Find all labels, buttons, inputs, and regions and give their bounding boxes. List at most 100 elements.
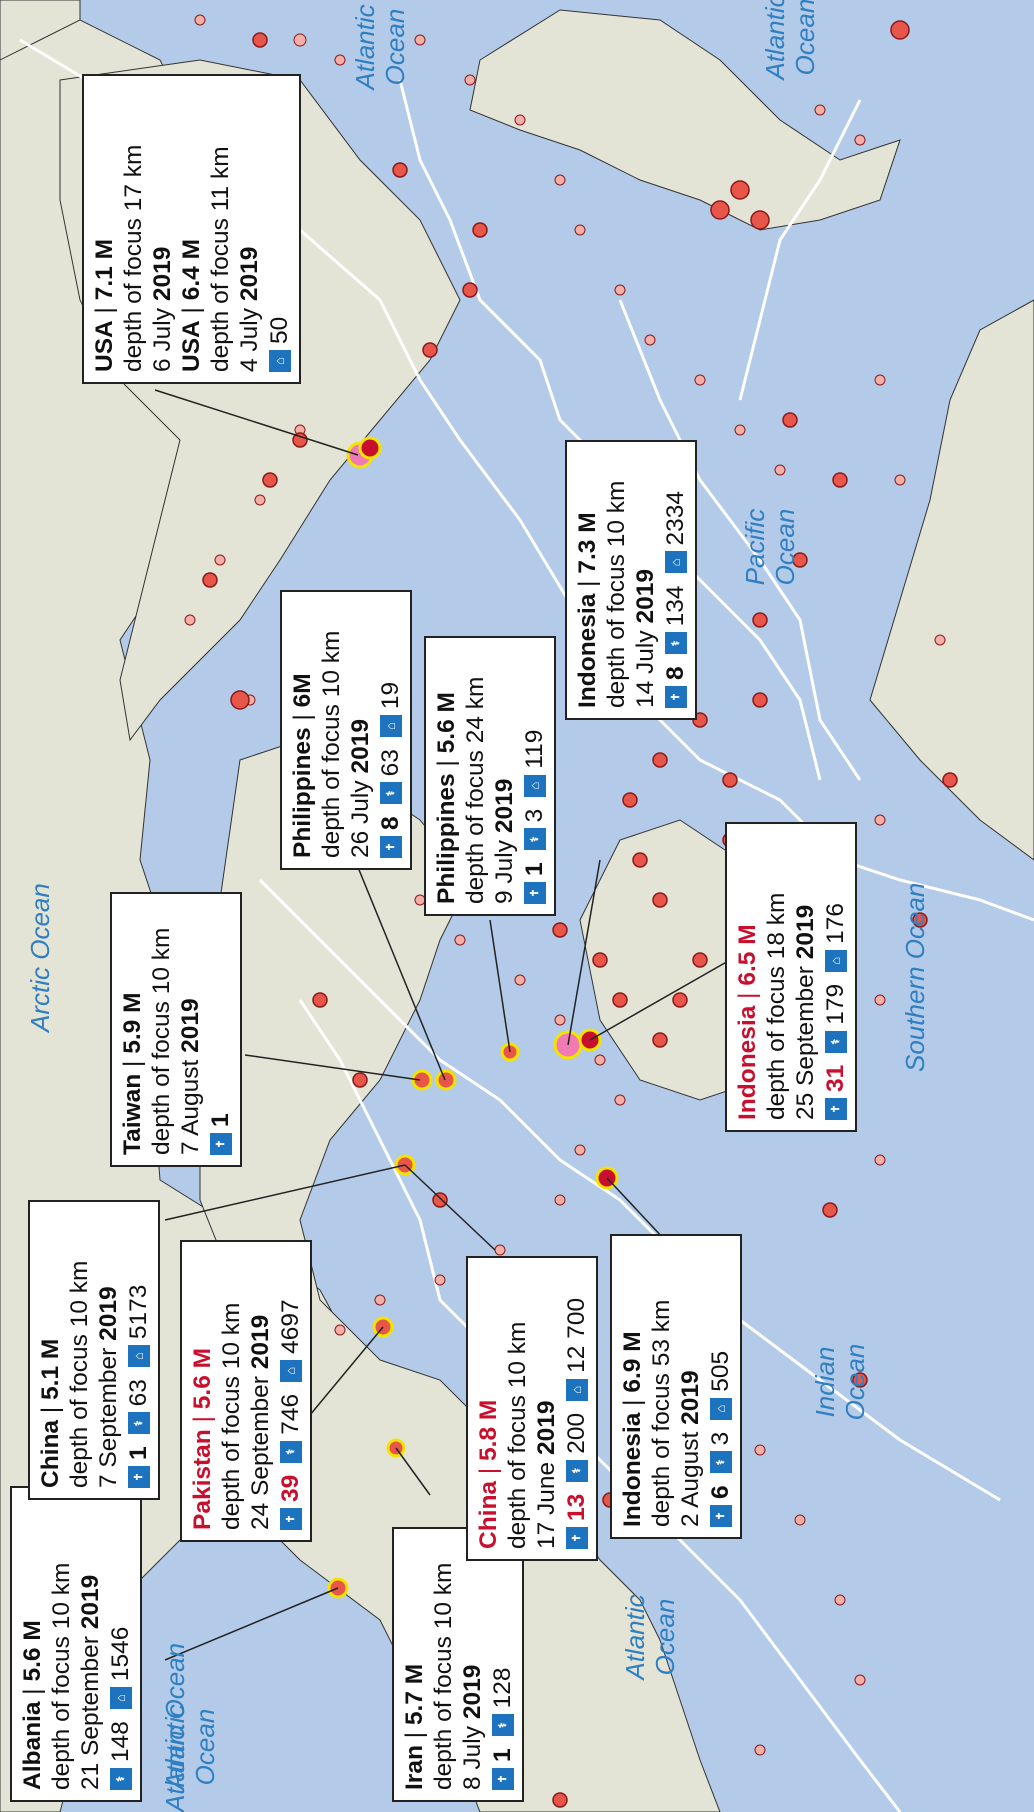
date: 9 July: [491, 839, 518, 904]
building-count: 1546: [107, 1626, 134, 1682]
dead-count: 6: [707, 1485, 734, 1499]
quake-dot: [652, 892, 668, 908]
quake-dot: [464, 74, 476, 86]
depth: depth of focus 10 km: [48, 1562, 75, 1790]
magnitude: 5.6 M: [433, 692, 460, 754]
injured-person-icon: ⚕: [109, 1768, 132, 1790]
ocean-label-atlantic-top-right: Atlantic Ocean: [350, 4, 410, 90]
country: Albania: [19, 1701, 46, 1791]
dead-count: 31: [822, 1064, 849, 1092]
quake-dot: [854, 134, 866, 146]
quake-dot: [293, 33, 307, 47]
leader-line: [404, 1164, 496, 1251]
quake-dot: [750, 210, 770, 230]
label-philippines-26-july: Philippines | 6M depth of focus 10 km 26…: [280, 590, 412, 870]
quake-dot: [574, 224, 586, 236]
date: 6 July: [149, 307, 176, 372]
date: 7 August: [177, 1059, 204, 1155]
quake-dot: [874, 994, 886, 1006]
label-china-september: China | 5.1 M depth of focus 10 km 7 Sep…: [28, 1200, 160, 1500]
person-cross-icon: ✝: [664, 686, 687, 708]
label-iran: Iran | 5.7 M depth of focus 10 km 8 July…: [392, 1527, 524, 1802]
injured-person-icon: ⚕: [491, 1714, 514, 1737]
leader-line: [309, 1326, 384, 1416]
label-indonesia-september: Indonesia | 6.5 M depth of focus 18 km 2…: [725, 822, 857, 1132]
year: 2019: [792, 904, 819, 960]
leader-line: [154, 389, 359, 456]
quake-dot: [554, 1194, 566, 1206]
quake-dot: [514, 974, 526, 986]
quake-dot: [214, 554, 226, 566]
quake-dot: [854, 1674, 866, 1686]
quake-dot: [754, 1744, 766, 1756]
injured-person-icon: ⚕: [565, 1459, 588, 1482]
quake-dot: [730, 180, 750, 200]
country: USA: [178, 320, 205, 372]
country: Indonesia: [619, 1412, 646, 1527]
leader-line: [589, 959, 731, 1041]
country: Indonesia: [734, 1005, 761, 1120]
depth: depth of focus 10 km: [504, 1321, 531, 1549]
depth: depth of focus 10 km: [430, 1562, 457, 1790]
quake-dot: [334, 54, 346, 66]
magnitude: 5.8 M: [475, 1399, 502, 1461]
quake-dot: [874, 374, 886, 386]
ocean-label-atlantic-far-right: Atlantic Ocean: [760, 0, 820, 80]
person-cross-icon: ✝: [709, 1505, 732, 1527]
quake-dot: [722, 772, 738, 788]
building-count: 50: [266, 316, 293, 344]
year: 2019: [149, 246, 176, 302]
depth: depth of focus 10 km: [603, 480, 630, 708]
quake-dot: [552, 1792, 568, 1808]
depth: depth of focus 17 km: [120, 144, 147, 372]
year: 2019: [677, 1370, 704, 1425]
date: 2 August: [677, 1431, 704, 1527]
leader-line: [244, 1054, 421, 1081]
building-count: 12 700: [563, 1297, 590, 1373]
leader-line: [354, 859, 446, 1081]
quake-dot: [422, 342, 438, 358]
quake-dot: [752, 612, 768, 628]
quake-dot: [934, 634, 946, 646]
quake-taiwan: [411, 1069, 433, 1091]
quake-dot: [454, 934, 466, 946]
quake-dot: [782, 412, 798, 428]
quake-dot: [874, 814, 886, 826]
quake-dot: [202, 572, 218, 588]
magnitude: 6.5 M: [734, 924, 761, 986]
damaged-building-icon: ⌂: [565, 1378, 588, 1401]
land-antarctica: [869, 299, 1034, 861]
depth: depth of focus 10 km: [318, 630, 345, 858]
magnitude: 7.3 M: [574, 512, 601, 574]
quake-dot: [194, 14, 206, 26]
country: Indonesia: [574, 593, 601, 708]
depth: depth of focus 24 km: [462, 676, 489, 904]
quake-dot: [230, 690, 250, 710]
quake-dot: [652, 1032, 668, 1048]
label-china-june: China | 5.8 M depth of focus 10 km 17 Ju…: [466, 1256, 598, 1561]
leader-line: [567, 859, 601, 1046]
dead-count: 1: [125, 1446, 152, 1460]
leader-line: [164, 1587, 339, 1661]
ocean-label-southern: Southern Ocean: [900, 882, 930, 1072]
person-cross-icon: ✝: [379, 836, 402, 858]
quake-dot: [754, 1444, 766, 1456]
label-pakistan: Pakistan | 5.6 M depth of focus 10 km 24…: [180, 1240, 312, 1542]
highlighted-earthquakes: [327, 436, 619, 1599]
year: 2019: [459, 1664, 486, 1720]
country: Philippines: [289, 727, 316, 858]
injured-count: 63: [125, 1379, 152, 1407]
dead-count: 39: [277, 1474, 304, 1502]
injured-count: 128: [489, 1667, 516, 1709]
injured-person-icon: ⚕: [709, 1451, 732, 1474]
label-albania: Albania | 5.6 M depth of focus 10 km 21 …: [10, 1486, 142, 1802]
damaged-building-icon: ⌂: [379, 715, 402, 738]
damaged-building-icon: ⌂: [664, 551, 687, 574]
quake-dot: [752, 692, 768, 708]
injured-person-icon: ⚕: [279, 1440, 302, 1463]
dead-count: 8: [662, 666, 689, 680]
leader-line: [489, 919, 511, 1053]
magnitude: 5.7 M: [401, 1663, 428, 1726]
label-usa: USA | 7.1 M depth of focus 17 km 6 July …: [82, 74, 301, 384]
ocean-label-pacific: Pacific Ocean: [740, 508, 800, 586]
